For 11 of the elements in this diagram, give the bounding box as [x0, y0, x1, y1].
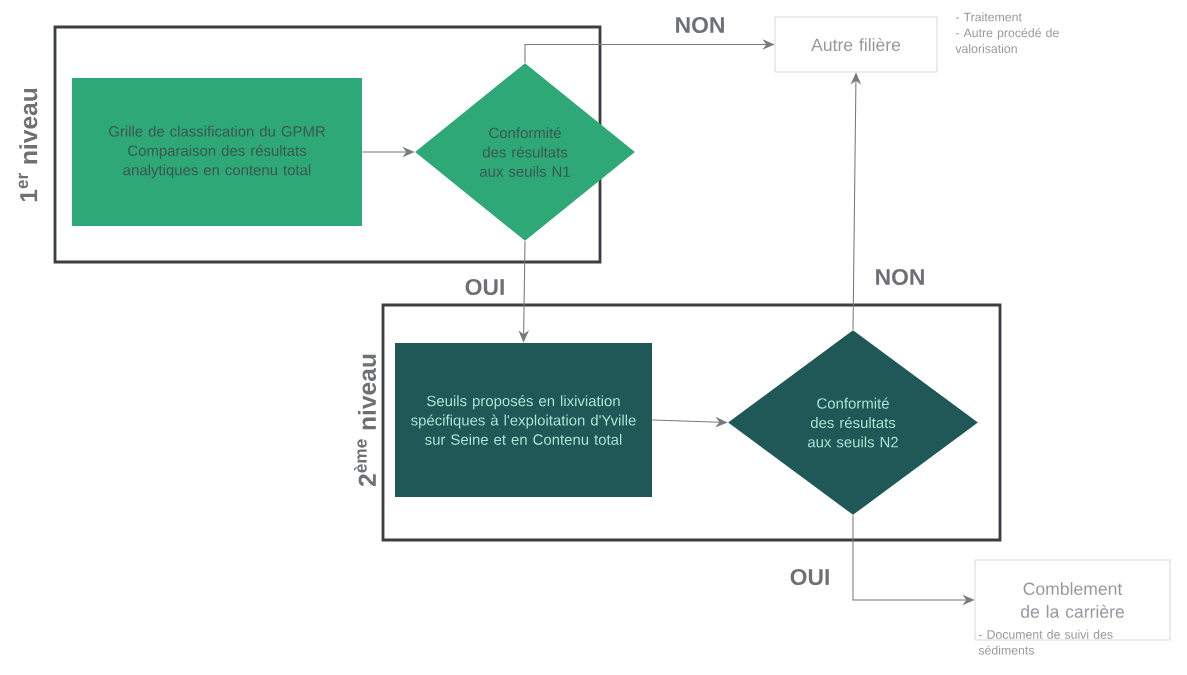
edge-label: OUI — [462, 277, 508, 297]
outcome-box: Autre filière — [774, 16, 938, 73]
edge-label: NON — [672, 15, 728, 35]
edge-label: NON — [872, 267, 928, 287]
level-heading: 1$^{er}$ niveau — [18, 88, 38, 202]
edge-label: OUI — [787, 567, 833, 587]
side-note: - Traitement - Autre procédé de valorisation — [955, 12, 1059, 53]
process-box: Grille de classification du GPMR Comparaison des résultats analytiques en contenu total — [72, 78, 362, 226]
level-heading: 2$^{ème}$ niveau — [354, 354, 377, 487]
side-note: - Document de suivi des sédiments — [978, 629, 1113, 655]
process-box: Seuils proposés en lixiviation spécifiques à l'exploitation d'Yville sur Seine et en Contenu total — [395, 343, 652, 497]
